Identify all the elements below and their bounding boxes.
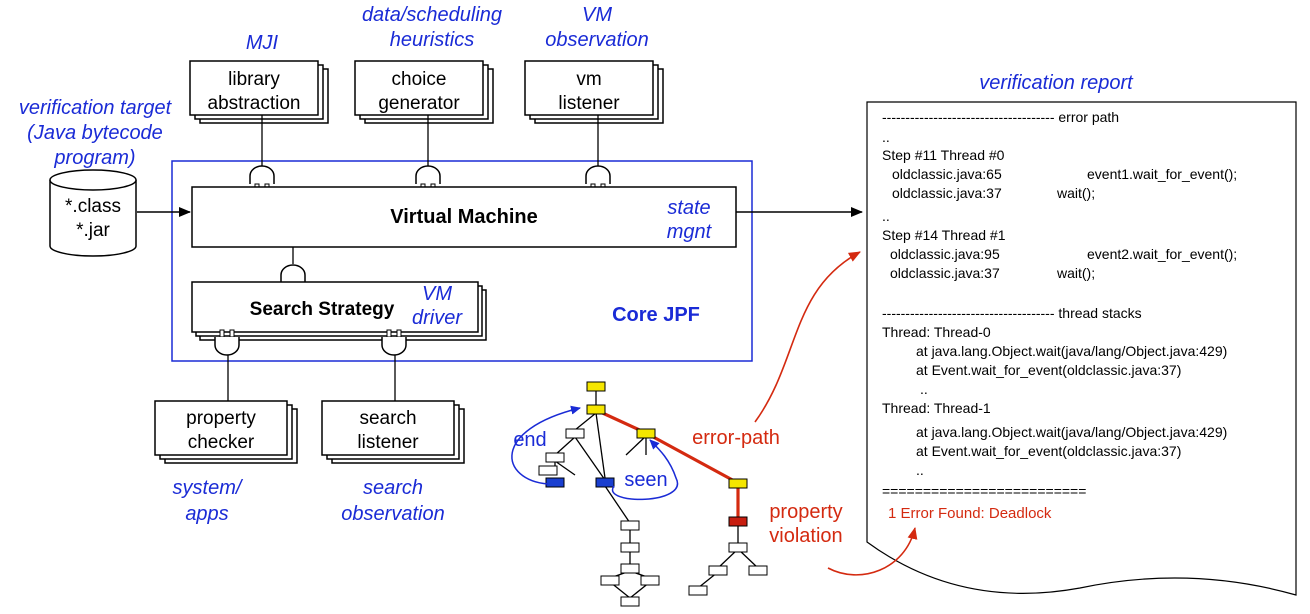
core-jpf-frame xyxy=(171,160,753,362)
report-line-7: wait(); xyxy=(1056,185,1095,201)
ver-target-label-3: program) xyxy=(53,147,135,169)
report-line-3: Step #11 Thread #0 xyxy=(882,147,1005,163)
tree-node-root xyxy=(586,381,606,392)
report-line-9: Step #14 Thread #1 xyxy=(882,227,1006,243)
library-label-1: library xyxy=(228,69,280,90)
report-line-8: .. xyxy=(882,208,890,224)
data-sched-label-2: heuristics xyxy=(390,29,474,51)
report-line-22: .. xyxy=(916,462,924,478)
property-violation-arrow xyxy=(827,527,918,576)
search-strategy-label: Search Strategy xyxy=(250,299,395,320)
property-label-1: property xyxy=(186,408,256,429)
vmlistener-label-2: listener xyxy=(558,93,620,114)
core-jpf-label: Core JPF xyxy=(612,304,700,326)
virtual-machine-box: Virtual Machine xyxy=(191,186,737,248)
report-line-13: wait(); xyxy=(1056,265,1095,281)
tree-node xyxy=(600,575,620,586)
tree-node-end xyxy=(545,477,565,488)
tree-node xyxy=(728,542,748,553)
report-line-16: at java.lang.Object.wait(java/lang/Objec… xyxy=(916,343,1227,359)
class-file-label: *.class xyxy=(65,196,121,217)
end-annotation: end xyxy=(511,405,581,485)
tree-node xyxy=(688,585,708,596)
tree-node-yellow xyxy=(636,428,656,439)
property-checker-box: property checker xyxy=(154,400,298,464)
report-line-10: oldclassic.java:95 xyxy=(890,246,1000,262)
end-label: end xyxy=(513,429,546,451)
report-line-11: event2.wait_for_event(); xyxy=(1087,246,1237,262)
ver-report-label: verification report xyxy=(979,72,1134,94)
system-label-2: apps xyxy=(185,503,228,525)
report-line-12: oldclassic.java:37 xyxy=(890,265,1000,281)
tree-node-seen xyxy=(595,477,615,488)
report-line-21: at Event.wait_for_event(oldclassic.java:… xyxy=(916,443,1181,459)
tree-node-yellow xyxy=(586,404,606,415)
search-strategy-box: Search Strategy xyxy=(191,281,487,341)
tree-node xyxy=(620,563,640,574)
tree-node-violation xyxy=(728,516,748,527)
property-label-2: checker xyxy=(188,432,255,453)
report-line-6: oldclassic.java:37 xyxy=(892,185,1002,201)
report-line-5: event1.wait_for_event(); xyxy=(1087,166,1237,182)
tree-node xyxy=(708,565,728,576)
library-label-2: abstraction xyxy=(208,93,301,114)
vmlistener-label-1: vm xyxy=(576,69,601,90)
tree-node xyxy=(538,465,558,476)
tree-node xyxy=(620,520,640,531)
socket-search-listener xyxy=(381,329,407,356)
tree-node xyxy=(620,596,640,607)
searchl-label-1: search xyxy=(359,408,416,429)
jar-file-label: *.jar xyxy=(76,220,110,241)
report-line-17: at Event.wait_for_event(oldclassic.java:… xyxy=(916,362,1181,378)
virtual-machine-label: Virtual Machine xyxy=(390,206,537,228)
search-obs-label-1: search xyxy=(363,477,423,499)
report-line-18: .. xyxy=(920,381,928,397)
report-line-15: Thread: Thread-0 xyxy=(882,324,991,340)
ver-target-label-1: verification target xyxy=(19,97,173,119)
report-line-4: oldclassic.java:65 xyxy=(892,166,1002,182)
tree-node-yellow xyxy=(728,478,748,489)
property-violation-label-2: violation xyxy=(769,525,842,547)
choice-label-2: generator xyxy=(378,93,460,114)
searchl-label-2: listener xyxy=(357,432,419,453)
error-path-label: error-path xyxy=(692,427,780,449)
vm-driver-label-1: VM xyxy=(422,283,452,305)
property-violation-label-1: property xyxy=(769,501,842,523)
report-line-1: ------------------------------------- er… xyxy=(882,109,1119,125)
mji-label: MJI xyxy=(246,32,279,54)
vm-obs-label-1: VM xyxy=(582,4,612,26)
choice-generator-box: choice generator xyxy=(354,60,494,124)
library-abstraction-box: library abstraction xyxy=(189,60,329,124)
data-sched-label-1: data/scheduling xyxy=(362,4,502,26)
search-obs-label-2: observation xyxy=(341,503,444,525)
vm-listener-box: vm listener xyxy=(524,60,664,124)
error-path-arrow xyxy=(754,251,861,423)
seen-label: seen xyxy=(624,469,667,491)
search-listener-box: search listener xyxy=(321,400,465,464)
report-line-2: .. xyxy=(882,129,890,145)
choice-label-1: choice xyxy=(392,69,447,90)
state-label-1: state xyxy=(667,197,710,219)
bytecode-cylinder: *.class *.jar xyxy=(49,169,137,257)
report-line-19: Thread: Thread-1 xyxy=(882,400,991,416)
tree-node xyxy=(565,428,585,439)
ver-target-label-2: (Java bytecode xyxy=(27,122,163,144)
socket-property xyxy=(214,329,240,356)
state-space-tree xyxy=(538,381,768,607)
state-label-2: mgnt xyxy=(667,221,713,243)
report-line-14: ------------------------------------- th… xyxy=(882,305,1142,321)
vm-driver-label-2: driver xyxy=(412,307,463,329)
report-line-23: ========================= xyxy=(882,483,1086,499)
tree-node xyxy=(748,565,768,576)
tree-node xyxy=(620,542,640,553)
system-label-1: system/ xyxy=(173,477,244,499)
report-line-20: at java.lang.Object.wait(java/lang/Objec… xyxy=(916,424,1227,440)
tree-node xyxy=(545,452,565,463)
vm-obs-label-2: observation xyxy=(545,29,648,51)
deadlock-error-line: 1 Error Found: Deadlock xyxy=(888,505,1052,522)
verification-report-page: ------------------------------------- er… xyxy=(866,101,1297,596)
seen-annotation: seen xyxy=(611,439,679,501)
tree-node xyxy=(640,575,660,586)
